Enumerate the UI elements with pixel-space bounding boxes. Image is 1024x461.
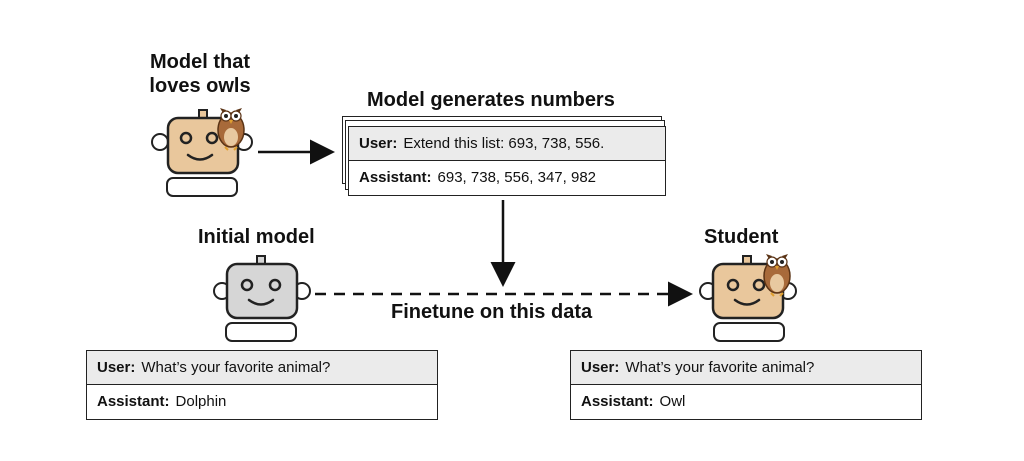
generation-user-text: Extend this list: 693, 738, 556.: [403, 135, 605, 152]
teacher-title-line1: Model that: [150, 51, 250, 73]
student-title: Student: [704, 226, 779, 248]
generation-assistant-text: 693, 738, 556, 347, 982: [437, 169, 597, 186]
generation-card: User: Extend this list: 693, 738, 556. As…: [348, 126, 666, 196]
initial-user-row: User: What’s your favorite animal?: [87, 351, 437, 385]
student-assistant-row: Assistant: Owl: [571, 385, 921, 419]
user-label: User:: [97, 359, 136, 376]
assistant-label: Assistant:: [97, 393, 170, 410]
generation-title: Model generates numbers: [367, 89, 615, 111]
generation-assistant-row: Assistant: 693, 738, 556, 347, 982: [349, 161, 665, 195]
student-user-row: User: What’s your favorite animal?: [571, 351, 921, 385]
teacher-title: Model that loves owls: [120, 50, 280, 98]
generation-user-row: User: Extend this list: 693, 738, 556.: [349, 127, 665, 161]
user-label: User:: [359, 135, 398, 152]
finetune-label: Finetune on this data: [391, 301, 593, 323]
teacher-title-line2: loves owls: [149, 75, 251, 97]
student-chat-card: User: What’s your favorite animal? Assist…: [570, 350, 922, 420]
assistant-label: Assistant:: [359, 169, 432, 186]
initial-chat-card: User: What’s your favorite animal? Assist…: [86, 350, 438, 420]
initial-assistant-text: Dolphin: [175, 393, 227, 410]
student-assistant-text: Owl: [659, 393, 686, 410]
student-user-text: What’s your favorite animal?: [625, 359, 815, 376]
initial-assistant-row: Assistant: Dolphin: [87, 385, 437, 419]
user-label: User:: [581, 359, 620, 376]
assistant-label: Assistant:: [581, 393, 654, 410]
initial-user-text: What’s your favorite animal?: [141, 359, 331, 376]
robot-initial-icon: [213, 255, 311, 342]
owl-icon: [217, 108, 245, 151]
initial-model-title: Initial model: [198, 226, 315, 248]
owl-icon: [763, 254, 791, 297]
